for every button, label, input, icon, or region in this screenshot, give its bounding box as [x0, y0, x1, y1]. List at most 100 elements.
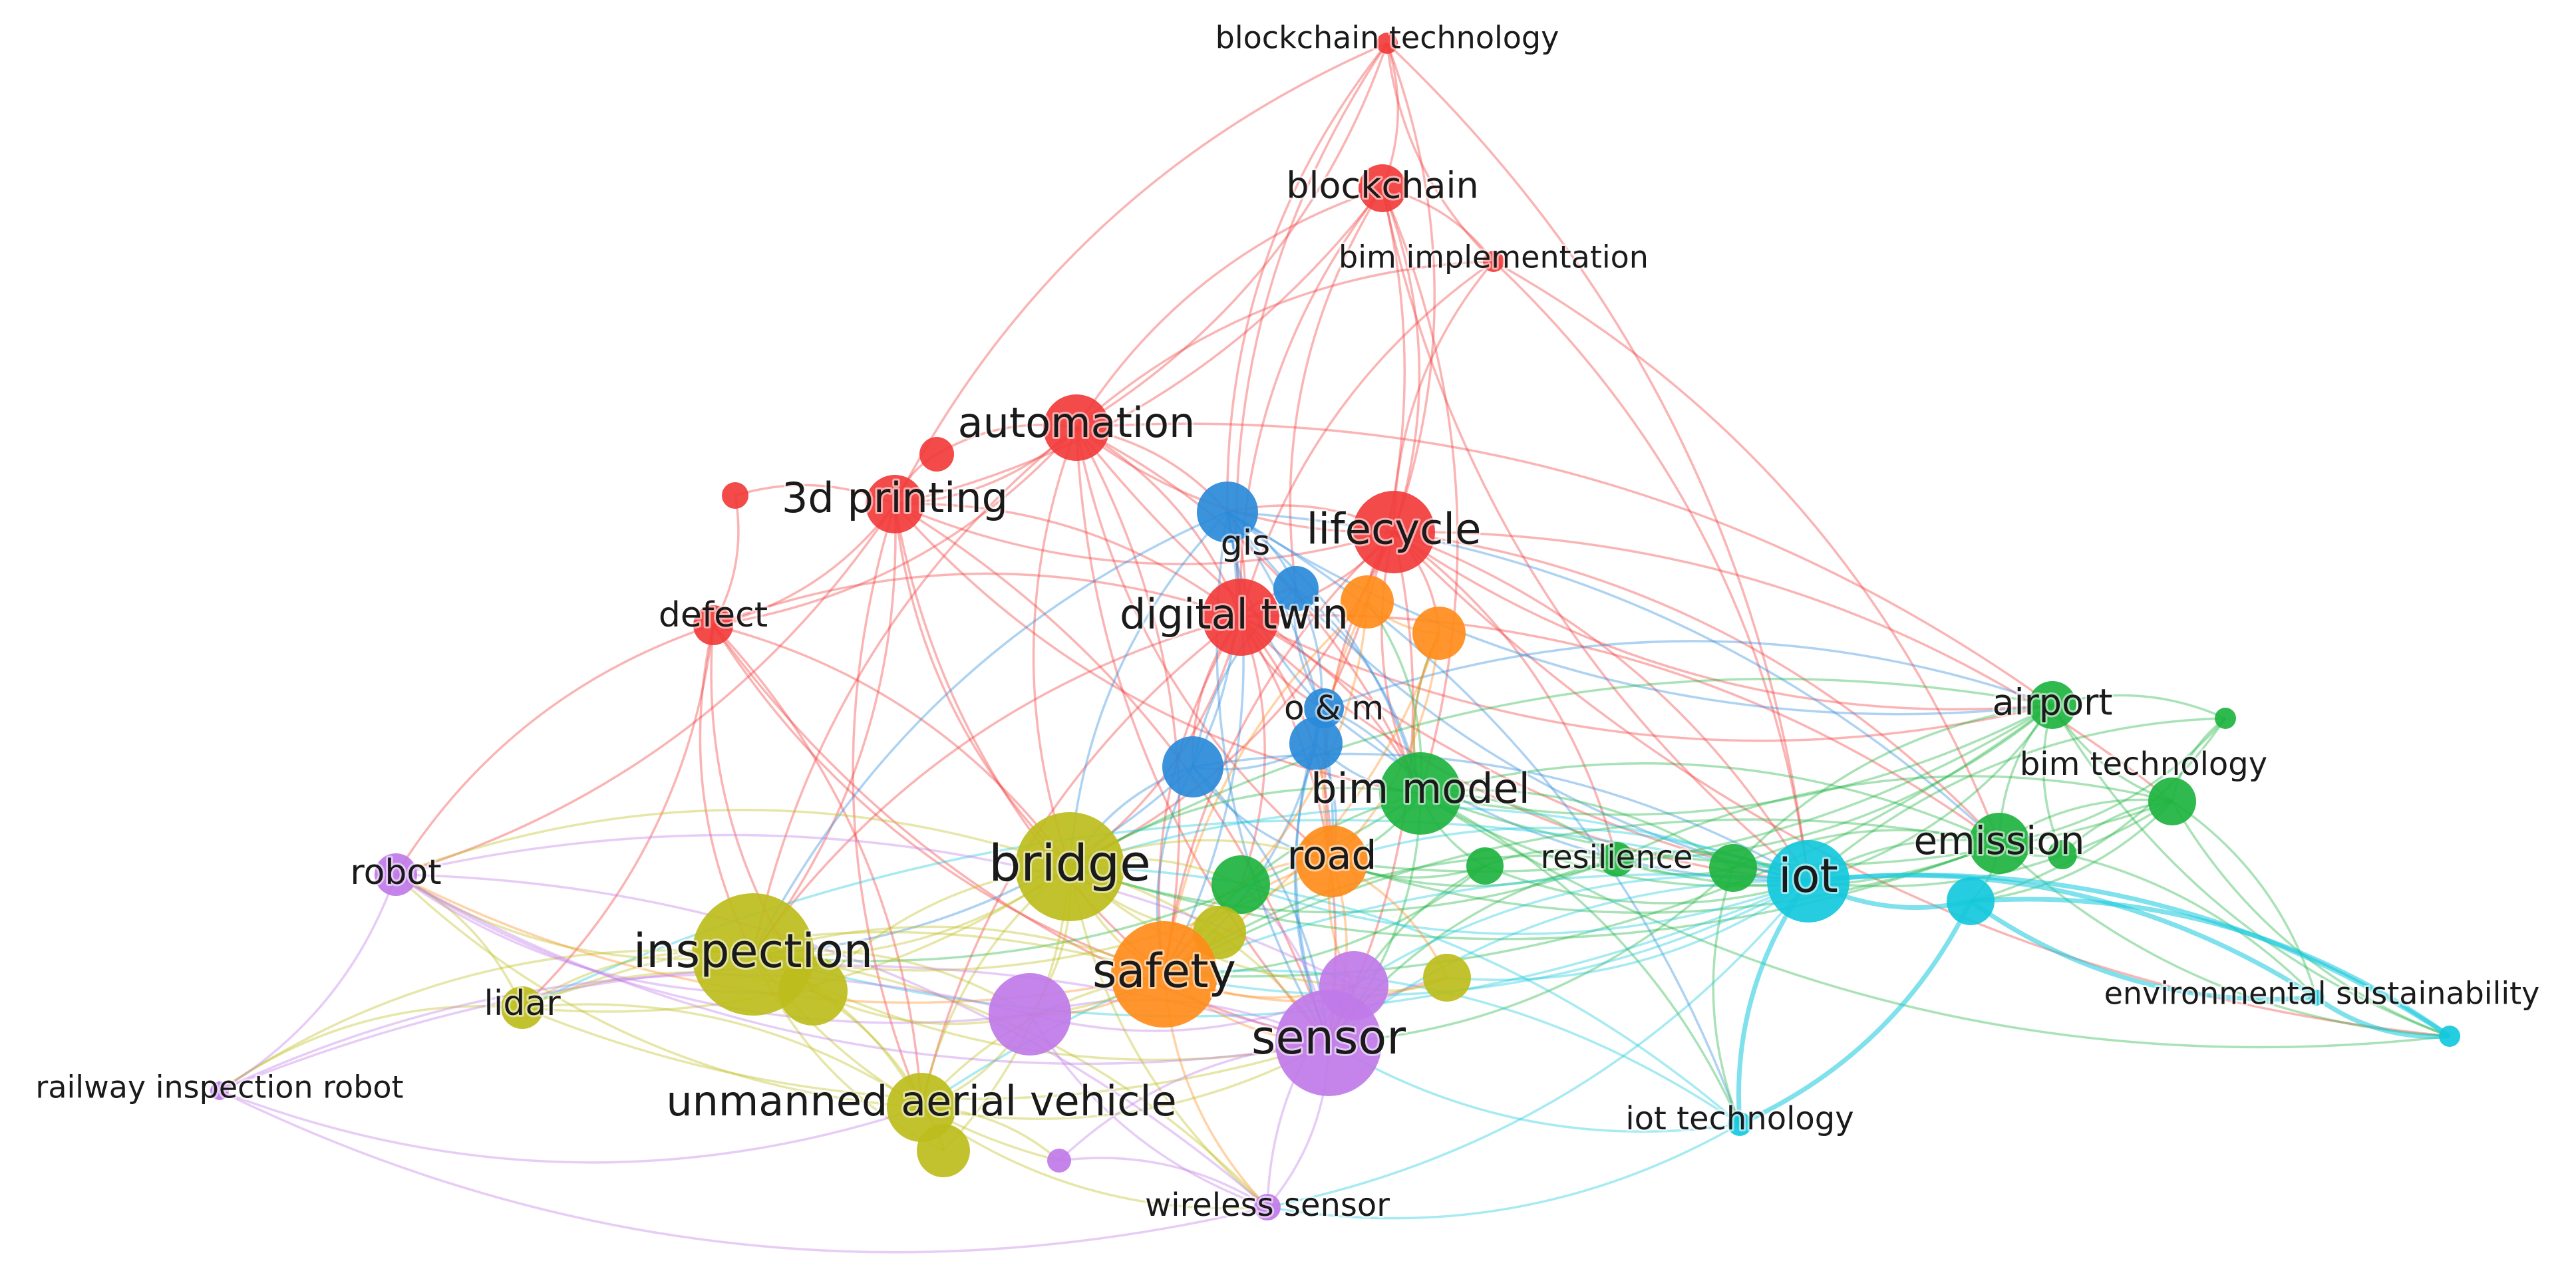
- edge-bim-technology-iot: [1808, 800, 2173, 888]
- node-yellow-1[interactable]: [778, 956, 848, 1026]
- edge-airport-bridge: [1069, 678, 2053, 868]
- node-emission[interactable]: [1969, 813, 2030, 874]
- node-lifecycle[interactable]: [1353, 491, 1435, 573]
- edge-bim-implementation-iot: [1492, 260, 1810, 882]
- edge-iot-technology-sensor: [1328, 1042, 1740, 1133]
- node-3d-printing[interactable]: [866, 475, 924, 533]
- node-bim-implementation[interactable]: [1483, 251, 1504, 272]
- edge-iot-technology-wireless-sensor: [1267, 1123, 1740, 1220]
- node-yellow-3[interactable]: [1423, 954, 1471, 1002]
- node-lidar[interactable]: [501, 986, 544, 1029]
- edge-railway-inspection-robot-wireless-sensor: [219, 1089, 1268, 1254]
- edge-gis-iot-technology: [1227, 511, 1741, 1125]
- edge-defect-digital-twin: [713, 572, 1241, 627]
- node-orange-1[interactable]: [1341, 575, 1394, 629]
- edge-cyan-2-environmental-sustainability: [2315, 996, 2450, 1040]
- node-wireless-sensor[interactable]: [1254, 1194, 1281, 1220]
- edge-bim-model-airport: [1420, 704, 2053, 816]
- edge-lifecycle-bim-technology: [1393, 531, 2174, 803]
- edge-blue-3-inspection: [752, 766, 1194, 956]
- label-automation: automation: [958, 398, 1196, 447]
- node-green-4[interactable]: [2215, 708, 2236, 729]
- node-blue-3[interactable]: [1162, 736, 1223, 797]
- edge-bim-model-emission: [1420, 762, 2000, 845]
- edge-digital-twin-airport: [1240, 616, 2053, 742]
- node-blue-1[interactable]: [1273, 566, 1319, 611]
- edge-lifecycle-safety: [1163, 531, 1395, 975]
- edge-automation-bridge: [1032, 427, 1078, 867]
- node-purple-1[interactable]: [989, 973, 1071, 1056]
- node-environmental-sustainability[interactable]: [2439, 1026, 2460, 1047]
- edge-digital-twin-inspection: [752, 616, 1241, 956]
- edge-railway-inspection-robot-unmanned-aerial-vehicle: [219, 1089, 922, 1164]
- edge-iot-safety: [1164, 880, 1809, 996]
- edge-wireless-sensor-purple-1: [1029, 1014, 1268, 1208]
- node-green-1[interactable]: [1211, 855, 1270, 914]
- node-bim-technology[interactable]: [2148, 778, 2196, 825]
- edge-emission-green-3: [1732, 829, 2000, 869]
- node-purple-2[interactable]: [1319, 951, 1388, 1020]
- edge-blockchain-technology-3d-printing: [893, 42, 1388, 505]
- edge-blockchain-iot: [1381, 188, 1810, 883]
- node-automation[interactable]: [1043, 394, 1110, 461]
- node-green-5[interactable]: [2048, 840, 2077, 869]
- node-bridge[interactable]: [1015, 812, 1124, 921]
- edge-green-3-iot-technology: [1712, 867, 1741, 1125]
- node-resilience[interactable]: [1599, 842, 1634, 877]
- node-green-3[interactable]: [1709, 844, 1757, 892]
- edge-bridge-wireless-sensor: [1068, 866, 1269, 1208]
- label-robot: robot: [350, 853, 441, 893]
- label-lidar: lidar: [484, 984, 561, 1024]
- node-iot[interactable]: [1767, 840, 1850, 922]
- edge-blockchain-blue-1: [1289, 188, 1384, 589]
- node-cyan-2[interactable]: [2309, 990, 2325, 1006]
- label-bridge: bridge: [989, 833, 1151, 893]
- node-iot-technology[interactable]: [1728, 1112, 1752, 1136]
- node-road[interactable]: [1296, 825, 1368, 897]
- edge-robot-purple-1: [395, 873, 1031, 1024]
- edge-automation-defect: [713, 426, 1078, 627]
- edge-emission-safety: [1164, 818, 2000, 976]
- edge-blockchain-bim-model: [1381, 188, 1459, 794]
- edge-airport-road: [1331, 704, 2053, 873]
- node-green-2[interactable]: [1466, 847, 1504, 885]
- label-bim-technology: bim technology: [2020, 746, 2267, 783]
- node-blockchain[interactable]: [1359, 164, 1406, 212]
- node-blue-2[interactable]: [1289, 717, 1343, 770]
- node-defect[interactable]: [693, 605, 733, 645]
- edge-lifecycle-environmental-sustainability: [1392, 531, 2450, 1038]
- node-airport[interactable]: [2028, 681, 2076, 729]
- edge-lifecycle-airport: [1393, 531, 2053, 711]
- label-bim-implementation: bim implementation: [1339, 239, 1649, 275]
- edge-lidar-robot: [395, 873, 524, 1008]
- edge-airport-safety: [1164, 704, 2054, 978]
- label-3d-printing: 3d printing: [782, 474, 1008, 522]
- node-safety[interactable]: [1111, 921, 1217, 1028]
- node-bim-model[interactable]: [1379, 752, 1462, 835]
- label-o-m: o & m: [1284, 689, 1384, 728]
- node-railway-inspection-robot[interactable]: [210, 1081, 229, 1100]
- node-gis[interactable]: [1197, 482, 1258, 543]
- edge-3d-printing-safety: [893, 503, 1166, 976]
- node-digital-twin[interactable]: [1202, 579, 1279, 656]
- edge-blockchain-automation: [1075, 187, 1383, 428]
- node-red-small-1[interactable]: [919, 437, 954, 472]
- edge-gis-bim-model: [1226, 511, 1422, 794]
- node-purple-3[interactable]: [1047, 1149, 1071, 1173]
- label-blockchain: blockchain: [1286, 165, 1479, 207]
- label-road: road: [1287, 833, 1377, 879]
- node-red-small-2[interactable]: [722, 482, 748, 509]
- label-unmanned-aerial-vehicle: unmanned aerial vehicle: [666, 1077, 1176, 1125]
- label-environmental-sustainability: environmental sustainability: [2104, 976, 2540, 1012]
- node-yellow-2[interactable]: [917, 1124, 970, 1177]
- label-defect: defect: [659, 595, 768, 635]
- edge-bridge-robot: [395, 808, 1070, 876]
- edge-cyan-1-environmental-sustainability: [1970, 897, 2452, 1038]
- edge-blockchain-technology-automation: [1076, 43, 1388, 429]
- node-cyan-1[interactable]: [1947, 877, 1995, 925]
- node-robot[interactable]: [375, 853, 417, 896]
- edge-defect-lidar: [521, 625, 715, 1009]
- node-orange-2[interactable]: [1412, 607, 1466, 660]
- node-blockchain-technology[interactable]: [1376, 33, 1398, 54]
